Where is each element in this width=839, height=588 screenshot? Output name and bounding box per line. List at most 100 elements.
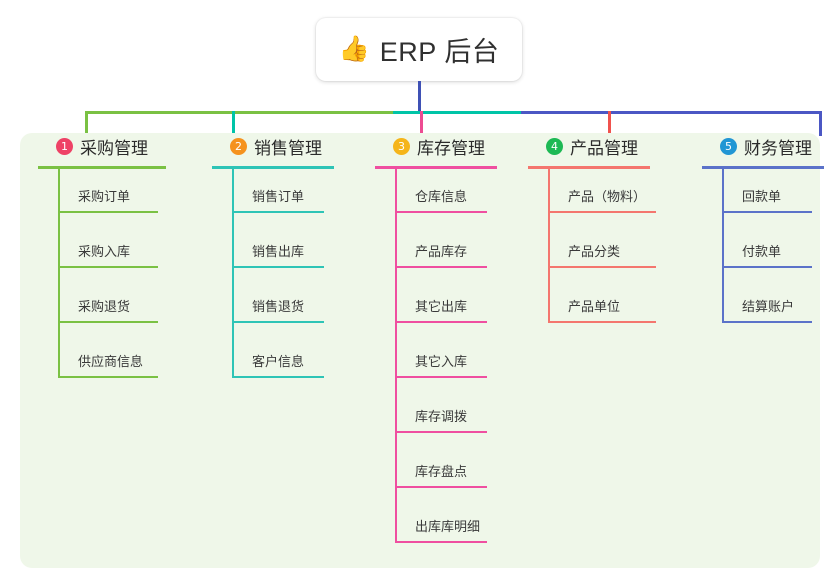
leaf-item-underline [58,266,158,268]
leaf-item-label: 供应商信息 [78,354,144,369]
connector-bus-blue [521,111,821,114]
column-number-badge: 5 [720,137,737,155]
column-title: 销售管理 [254,138,322,158]
leaf-item[interactable]: 回款单 [722,189,812,213]
leaf-item-label: 销售退货 [252,299,305,314]
connector-drop-3 [420,111,423,136]
leaf-item-label: 其它入库 [415,354,468,369]
leaf-item-underline [232,211,324,213]
leaf-item[interactable]: 产品库存 [395,244,487,268]
leaf-item-underline [548,211,656,213]
column-header-产品管理[interactable]: 4 产品管理 [528,133,650,169]
leaf-item[interactable]: 出库库明细 [395,519,487,543]
leaf-item-label: 客户信息 [252,354,305,369]
leaf-item[interactable]: 其它出库 [395,299,487,323]
leaf-item-underline [58,211,158,213]
leaf-item[interactable]: 销售订单 [232,189,324,213]
connector-bus-green [85,111,395,114]
leaf-item-label: 回款单 [742,189,782,204]
column-header-row: 5 财务管理 [702,133,824,159]
leaf-item-underline [58,321,158,323]
leaf-item[interactable]: 产品单位 [548,299,656,323]
root-node-erp-backend[interactable]: 👍 ERP 后台 [316,18,522,81]
leaf-item-label: 仓库信息 [415,189,468,204]
leaf-item-underline [722,211,812,213]
leaf-item[interactable]: 产品分类 [548,244,656,268]
column-销售管理: 2 销售管理销售订单销售出库销售退货客户信息 [212,133,334,378]
leaf-item-underline [395,541,487,543]
leaf-item-underline [58,376,158,378]
column-spine [395,169,397,543]
column-number-badge: 2 [230,137,247,155]
leaf-item[interactable]: 付款单 [722,244,812,268]
leaf-item[interactable]: 销售出库 [232,244,324,268]
column-库存管理: 3 库存管理仓库信息产品库存其它出库其它入库库存调拨库存盘点出库库明细 [375,133,497,543]
column-header-row: 3 库存管理 [375,133,497,159]
leaf-item-underline [548,321,656,323]
leaf-item-label: 库存盘点 [415,464,468,479]
column-title: 财务管理 [744,138,812,158]
column-number-badge: 4 [546,137,563,155]
column-spine [58,169,60,378]
column-title: 产品管理 [570,138,638,158]
leaf-item-underline [395,431,487,433]
leaf-item[interactable]: 结算账户 [722,299,812,323]
connector-drop-4 [608,111,611,136]
column-title: 采购管理 [80,138,148,158]
leaf-item-underline [395,486,487,488]
leaf-item-label: 销售订单 [252,189,305,204]
leaf-item-label: 产品单位 [568,299,621,314]
leaf-item-underline [232,321,324,323]
leaf-item-label: 采购入库 [78,244,131,259]
column-title-underline [212,166,334,169]
leaf-item-label: 产品分类 [568,244,621,259]
leaf-item-label: 产品库存 [415,244,468,259]
connector-drop-5 [819,111,822,136]
root-node-content: 👍 ERP 后台 [339,30,500,69]
leaf-item-underline [232,376,324,378]
column-number-badge: 3 [393,137,410,155]
leaf-item-underline [232,266,324,268]
leaf-item[interactable]: 库存调拨 [395,409,487,433]
leaf-item-underline [548,266,656,268]
leaf-item[interactable]: 采购退货 [58,299,158,323]
connector-main-stem [418,81,421,114]
leaf-item[interactable]: 库存盘点 [395,464,487,488]
column-title: 库存管理 [417,138,485,158]
column-header-row: 4 产品管理 [528,133,650,159]
column-财务管理: 5 财务管理回款单付款单结算账户 [702,133,824,323]
leaf-item-label: 产品（物料） [568,189,647,204]
leaf-item[interactable]: 仓库信息 [395,189,487,213]
connector-drop-1 [85,111,88,136]
leaf-item-label: 结算账户 [742,299,795,314]
column-header-销售管理[interactable]: 2 销售管理 [212,133,334,169]
column-header-row: 2 销售管理 [212,133,334,159]
leaf-item[interactable]: 采购订单 [58,189,158,213]
leaf-item-label: 库存调拨 [415,409,468,424]
leaf-item-underline [722,266,812,268]
column-header-库存管理[interactable]: 3 库存管理 [375,133,497,169]
leaf-item[interactable]: 其它入库 [395,354,487,378]
leaf-item[interactable]: 客户信息 [232,354,324,378]
leaf-item-label: 付款单 [742,244,782,259]
column-title-underline [528,166,650,169]
leaf-item[interactable]: 采购入库 [58,244,158,268]
leaf-item[interactable]: 产品（物料） [548,189,656,213]
column-title-underline [702,166,824,169]
leaf-item-underline [395,321,487,323]
column-header-财务管理[interactable]: 5 财务管理 [702,133,824,169]
leaf-item[interactable]: 供应商信息 [58,354,158,378]
column-产品管理: 4 产品管理产品（物料） 产品分类产品单位 [528,133,656,323]
connector-bus-teal [393,111,523,114]
leaf-item-underline [395,266,487,268]
leaf-item-label: 其它出库 [415,299,468,314]
leaf-item[interactable]: 销售退货 [232,299,324,323]
leaf-item-label: 出库库明细 [415,519,481,534]
thumbs-up-icon: 👍 [338,35,370,63]
leaf-item-underline [395,376,487,378]
